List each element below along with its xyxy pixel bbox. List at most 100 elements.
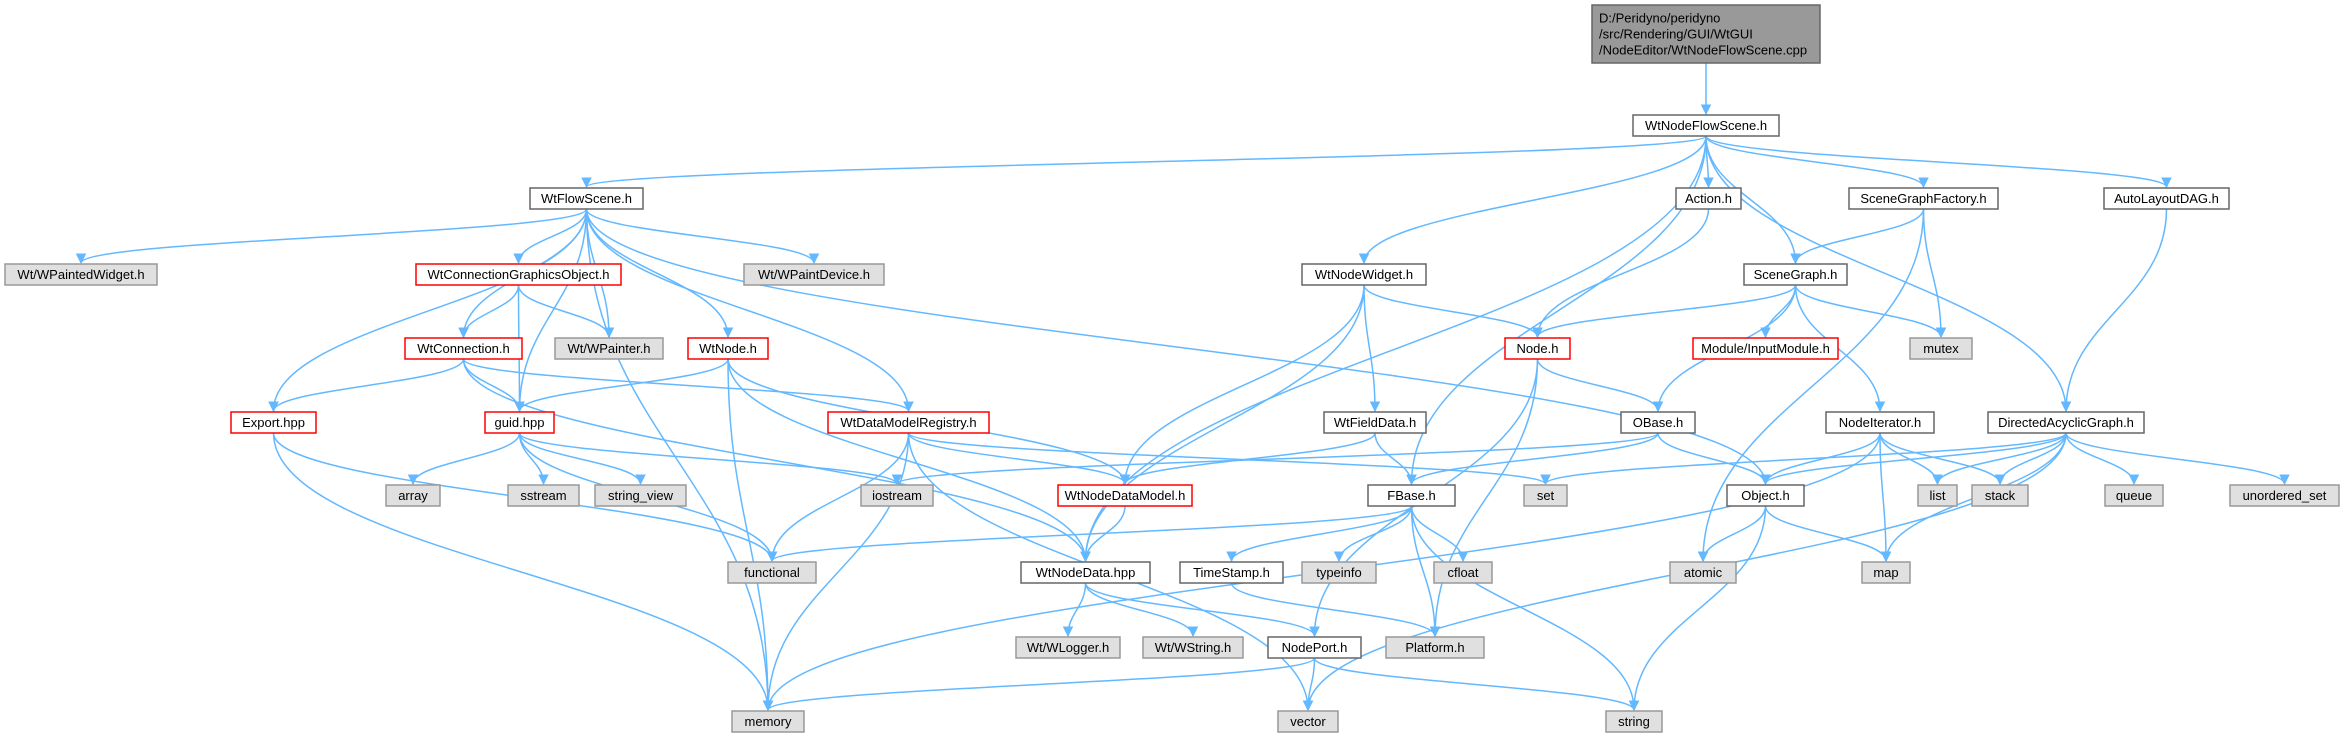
node-box[interactable] [1015, 636, 1121, 659]
graph-node-vector[interactable]: vector [1277, 710, 1339, 733]
node-box[interactable] [727, 561, 817, 584]
node-box[interactable] [1605, 710, 1663, 733]
graph-node-scenegraph[interactable]: SceneGraph.h [1743, 263, 1848, 286]
graph-node-wtnodewidget[interactable]: WtNodeWidget.h [1301, 263, 1427, 286]
graph-node-root[interactable]: D:/Peridyno/peridyno/src/Rendering/GUI/W… [1591, 4, 1821, 64]
node-box[interactable] [1020, 561, 1151, 584]
node-box[interactable] [743, 263, 885, 286]
graph-node-set[interactable]: set [1523, 484, 1568, 507]
graph-node-typeinfo[interactable]: typeinfo [1301, 561, 1377, 584]
graph-node-wlogger[interactable]: Wt/WLogger.h [1015, 636, 1121, 659]
node-box[interactable] [1987, 411, 2145, 434]
node-box[interactable] [385, 484, 441, 507]
graph-node-platform[interactable]: Platform.h [1385, 636, 1485, 659]
graph-node-cfloat[interactable]: cfloat [1433, 561, 1493, 584]
node-box[interactable] [1277, 710, 1339, 733]
node-box[interactable] [2103, 187, 2230, 210]
graph-node-autolayoutdag[interactable]: AutoLayoutDAG.h [2103, 187, 2230, 210]
graph-node-nodeiterator[interactable]: NodeIterator.h [1825, 411, 1935, 434]
node-box[interactable] [1917, 484, 1958, 507]
node-box[interactable] [594, 484, 687, 507]
node-box[interactable] [1323, 411, 1427, 434]
graph-node-iostream[interactable]: iostream [860, 484, 934, 507]
node-box[interactable] [507, 484, 580, 507]
node-box[interactable] [1057, 484, 1193, 507]
node-box[interactable] [1620, 411, 1696, 434]
node-box[interactable] [1632, 114, 1780, 137]
graph-node-sstream[interactable]: sstream [507, 484, 580, 507]
graph-node-exporthpp[interactable]: Export.hpp [230, 411, 317, 434]
graph-node-string_view[interactable]: string_view [594, 484, 687, 507]
graph-node-queue[interactable]: queue [2104, 484, 2164, 507]
node-box[interactable] [1301, 263, 1427, 286]
node-box[interactable] [4, 263, 158, 286]
node-box[interactable] [1726, 484, 1805, 507]
graph-node-array[interactable]: array [385, 484, 441, 507]
graph-node-wstring[interactable]: Wt/WString.h [1142, 636, 1244, 659]
node-box[interactable] [1591, 4, 1821, 64]
node-box[interactable] [1433, 561, 1493, 584]
node-box[interactable] [554, 337, 664, 360]
graph-node-wtfielddata[interactable]: WtFieldData.h [1323, 411, 1427, 434]
node-box[interactable] [1385, 636, 1485, 659]
node-box[interactable] [1504, 337, 1571, 360]
node-box[interactable] [1523, 484, 1568, 507]
graph-node-wtconngfx[interactable]: WtConnectionGraphicsObject.h [415, 263, 622, 286]
graph-node-map[interactable]: map [1861, 561, 1911, 584]
graph-node-node[interactable]: Node.h [1504, 337, 1571, 360]
graph-node-guidhpp[interactable]: guid.hpp [484, 411, 555, 434]
node-box[interactable] [860, 484, 934, 507]
graph-node-wtnode[interactable]: WtNode.h [687, 337, 769, 360]
node-box[interactable] [484, 411, 555, 434]
graph-node-timestamp[interactable]: TimeStamp.h [1179, 561, 1284, 584]
graph-node-functional[interactable]: functional [727, 561, 817, 584]
node-box[interactable] [404, 337, 523, 360]
graph-node-wtflowscene[interactable]: WtFlowScene.h [529, 187, 644, 210]
node-box[interactable] [1971, 484, 2029, 507]
graph-node-wpaintedwidget[interactable]: Wt/WPaintedWidget.h [4, 263, 158, 286]
node-box[interactable] [1669, 561, 1737, 584]
graph-node-wpaintdevice[interactable]: Wt/WPaintDevice.h [743, 263, 885, 286]
node-box[interactable] [2229, 484, 2340, 507]
graph-node-memory[interactable]: memory [731, 710, 805, 733]
graph-node-object[interactable]: Object.h [1726, 484, 1805, 507]
node-box[interactable] [1142, 636, 1244, 659]
graph-node-wtnodedata[interactable]: WtNodeData.hpp [1020, 561, 1151, 584]
node-box[interactable] [827, 411, 990, 434]
node-box[interactable] [1692, 337, 1839, 360]
graph-node-dag[interactable]: DirectedAcyclicGraph.h [1987, 411, 2145, 434]
graph-node-unordered_set[interactable]: unordered_set [2229, 484, 2340, 507]
graph-node-wtnodeflowscene[interactable]: WtNodeFlowScene.h [1632, 114, 1780, 137]
node-box[interactable] [1848, 187, 1999, 210]
node-box[interactable] [2104, 484, 2164, 507]
graph-node-stack[interactable]: stack [1971, 484, 2029, 507]
graph-node-inputmodule[interactable]: Module/InputModule.h [1692, 337, 1839, 360]
node-box[interactable] [1861, 561, 1911, 584]
graph-node-mutex[interactable]: mutex [1909, 337, 1973, 360]
node-box[interactable] [1179, 561, 1284, 584]
node-box[interactable] [415, 263, 622, 286]
graph-node-wtdatamodelregistry[interactable]: WtDataModelRegistry.h [827, 411, 990, 434]
graph-node-string[interactable]: string [1605, 710, 1663, 733]
node-box[interactable] [529, 187, 644, 210]
node-box[interactable] [1825, 411, 1935, 434]
graph-node-wpainter[interactable]: Wt/WPainter.h [554, 337, 664, 360]
graph-node-fbase[interactable]: FBase.h [1367, 484, 1456, 507]
node-box[interactable] [731, 710, 805, 733]
graph-node-atomic[interactable]: atomic [1669, 561, 1737, 584]
graph-node-wtconnection[interactable]: WtConnection.h [404, 337, 523, 360]
node-box[interactable] [1301, 561, 1377, 584]
node-box[interactable] [1367, 484, 1456, 507]
node-box[interactable] [1675, 187, 1742, 210]
node-box[interactable] [1267, 636, 1362, 659]
node-box[interactable] [1743, 263, 1848, 286]
node-box[interactable] [687, 337, 769, 360]
graph-node-nodeport[interactable]: NodePort.h [1267, 636, 1362, 659]
node-box[interactable] [230, 411, 317, 434]
graph-node-list[interactable]: list [1917, 484, 1958, 507]
graph-node-scenegraphfactory[interactable]: SceneGraphFactory.h [1848, 187, 1999, 210]
graph-node-action[interactable]: Action.h [1675, 187, 1742, 210]
graph-node-obase[interactable]: OBase.h [1620, 411, 1696, 434]
node-box[interactable] [1909, 337, 1973, 360]
graph-node-wtnodedatamodel[interactable]: WtNodeDataModel.h [1057, 484, 1193, 507]
